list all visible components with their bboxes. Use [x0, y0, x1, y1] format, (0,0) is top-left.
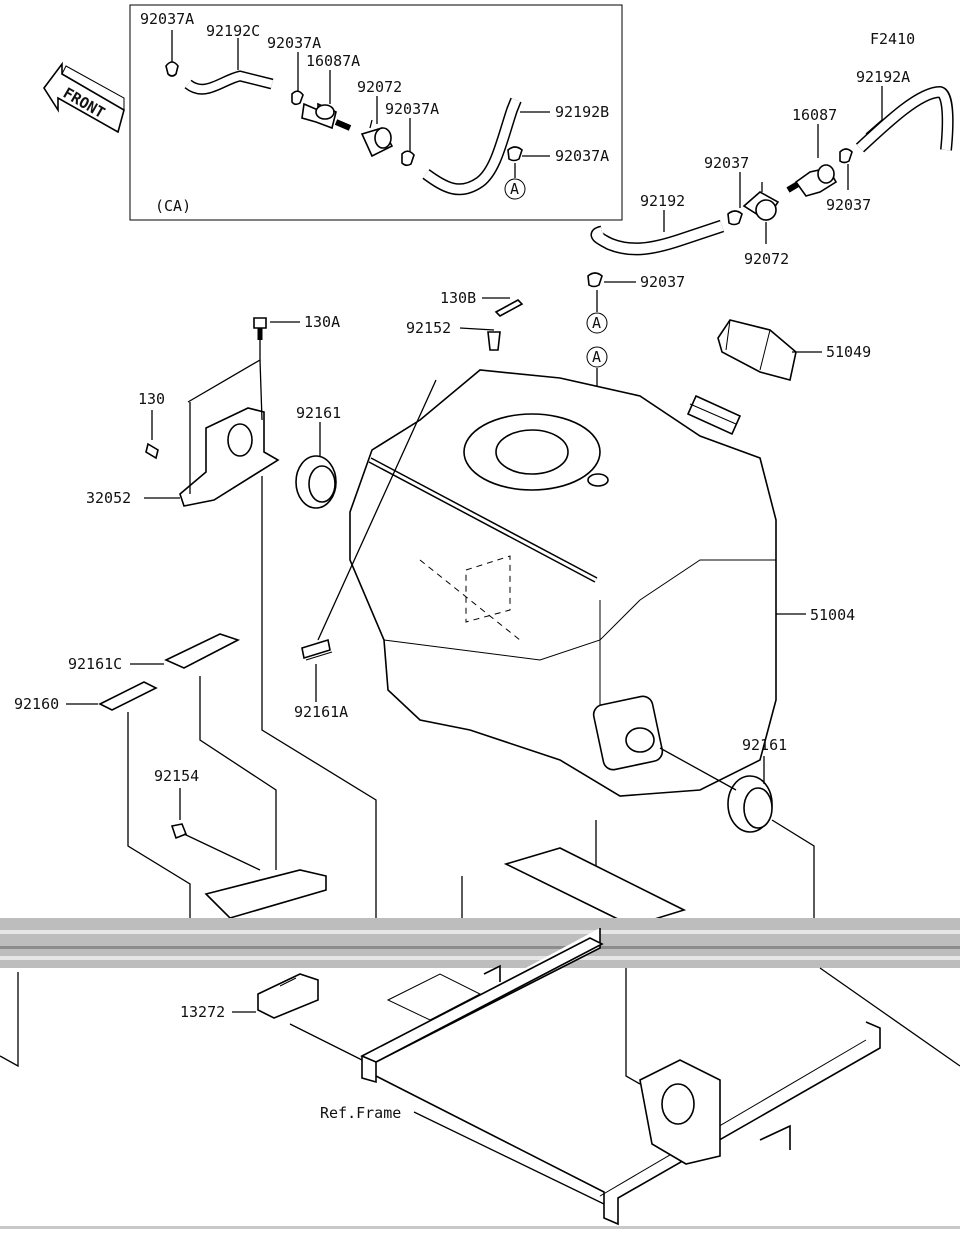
part-label: 32052 [86, 489, 131, 507]
fuel-tank-51004: 51004 [349, 369, 855, 797]
bolt-130-icon [145, 442, 159, 460]
grommet-92161-right-icon [727, 775, 773, 833]
ca-inset: (CA) FRONT [43, 4, 623, 221]
clamp-icon [507, 146, 523, 162]
part-label: 51004 [810, 606, 855, 624]
part-label: 92154 [154, 767, 199, 785]
scan-noise-band [0, 918, 960, 968]
callout-a-letter: A [592, 348, 601, 366]
pad-plate-icon [503, 847, 687, 927]
part-label: 92072 [744, 250, 789, 268]
bracket-13272: 13272 [180, 973, 319, 1021]
hose-assembly: A A 92192A 16087 92037 92037 92192 92072… [586, 68, 954, 470]
clamp-icon [839, 148, 853, 164]
part-label: 92037 [640, 273, 685, 291]
part-label: 92161 [296, 404, 341, 422]
callout-a-letter: A [510, 180, 519, 198]
fuel-filter-16087-icon [786, 164, 838, 197]
grommet-92161-icon [295, 455, 337, 509]
scan-noise-bottom [0, 1226, 960, 1229]
valve-92072-ca-icon [360, 119, 394, 158]
clamp-icon [587, 272, 603, 288]
part-label: 130B [440, 289, 476, 307]
bolt-130a-icon [253, 317, 267, 340]
pad-92161a-icon [301, 638, 331, 660]
bolt-92154-icon [170, 823, 188, 840]
front-arrow-icon: FRONT [43, 61, 125, 134]
part-label: 130A [304, 313, 340, 331]
spacer-92152-icon [487, 331, 501, 351]
part-label: 92192 [640, 192, 685, 210]
figure-code: F2410 [870, 30, 915, 48]
ref-frame-label: Ref.Frame [320, 1104, 401, 1122]
part-label: 92037A [267, 34, 321, 52]
part-label: 16087 [792, 106, 837, 124]
clamp-92037a-icon [165, 61, 179, 77]
callout-a-letter: A [592, 314, 601, 332]
clamp-icon [727, 210, 743, 226]
clamp-icon [401, 150, 415, 167]
pad-92161c-icon [164, 633, 241, 669]
bracket-32052: 32052 [86, 340, 280, 507]
valve-92072-icon [742, 182, 780, 222]
part-label: 16087A [306, 52, 360, 70]
bracket-lower-icon [204, 869, 327, 919]
fuel-cap-51049-icon [717, 319, 797, 381]
part-label: 92037 [704, 154, 749, 172]
inset-label: (CA) [155, 197, 191, 215]
part-label: 92192B [555, 103, 609, 121]
clamp-icon [291, 90, 304, 106]
part-label: 92037A [385, 100, 439, 118]
part-label: 92161C [68, 655, 122, 673]
part-label: 92161 [742, 736, 787, 754]
part-label: 92072 [357, 78, 402, 96]
part-label: 92152 [406, 319, 451, 337]
part-label: 130 [138, 390, 165, 408]
part-label: 13272 [180, 1003, 225, 1021]
part-label: 92037A [555, 147, 609, 165]
part-label: 92037 [826, 196, 871, 214]
callout-a-circle [504, 178, 526, 200]
bolt-130b-icon [494, 299, 524, 317]
callout-a-circle [586, 312, 608, 334]
part-label: 92192C [206, 22, 260, 40]
fuel-filter-16087a-icon [301, 102, 352, 131]
pad-92160-icon [98, 681, 158, 711]
part-label: 92161A [294, 703, 348, 721]
small-parts: 130B 92152 51049 130A 130 [138, 289, 871, 460]
reference-frame: Ref.Frame [0, 928, 960, 1226]
part-label: 92192A [856, 68, 910, 86]
part-label: 51049 [826, 343, 871, 361]
callout-a-circle [586, 346, 608, 368]
part-label: 92037A [140, 10, 194, 28]
part-label: 92160 [14, 695, 59, 713]
